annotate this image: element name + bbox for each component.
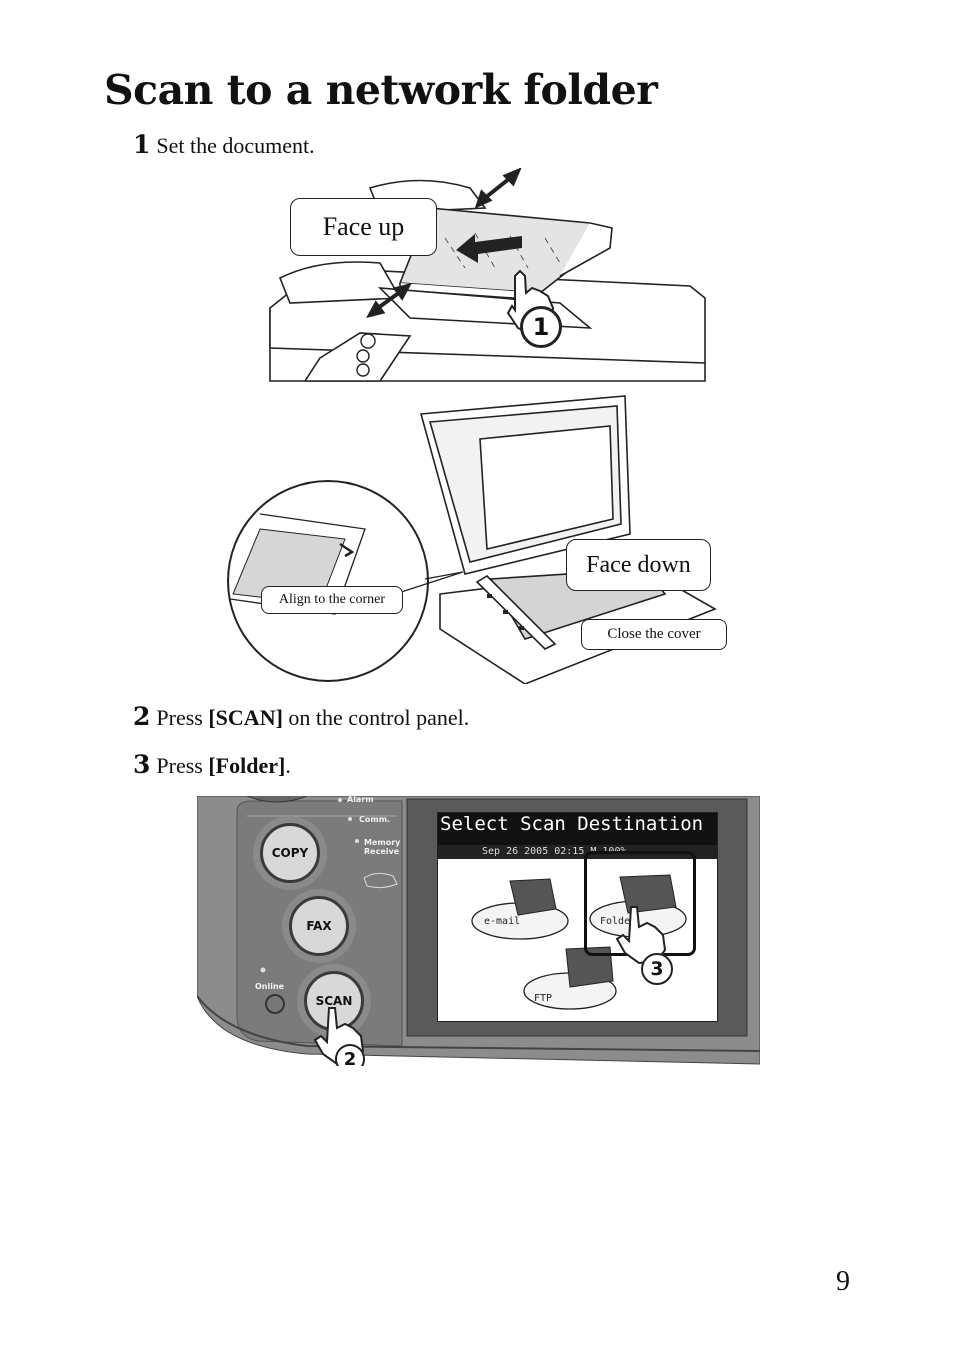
step-2-post: on the control panel. bbox=[282, 705, 470, 730]
marker-1: 1 bbox=[520, 306, 562, 348]
lcd-screen: Select Scan Destination Sep 26 2005 02:1… bbox=[437, 812, 718, 1022]
step-1-text: Set the document. bbox=[156, 133, 315, 158]
alarm-label: Alarm bbox=[347, 796, 374, 804]
fax-button[interactable]: FAX bbox=[289, 896, 349, 956]
step-1-number: 1 bbox=[133, 130, 151, 159]
marker-2: 2 bbox=[335, 1044, 365, 1066]
step-2-number: 2 bbox=[133, 702, 151, 731]
marker-3: 3 bbox=[641, 953, 673, 985]
step-3-post: . bbox=[285, 753, 291, 778]
folder-option[interactable]: Folder bbox=[600, 916, 637, 927]
step-3-number: 3 bbox=[133, 750, 151, 779]
memory-label: Memory bbox=[364, 838, 401, 847]
face-up-callout: Face up bbox=[290, 198, 437, 256]
comm-label: Comm. bbox=[359, 815, 391, 824]
lcd-destinations bbox=[471, 874, 687, 1010]
step-3-pre: Press bbox=[156, 753, 209, 778]
email-option[interactable]: e-mail bbox=[484, 916, 521, 927]
page-title: Scan to a network folder bbox=[104, 66, 658, 114]
lcd-title: Select Scan Destination bbox=[438, 813, 717, 845]
face-down-callout: Face down bbox=[566, 539, 711, 591]
scan-key-label: [SCAN] bbox=[208, 705, 283, 730]
online-label: Online bbox=[255, 982, 285, 991]
copy-button[interactable]: COPY bbox=[260, 823, 320, 883]
folder-key-label: [Folder] bbox=[208, 753, 286, 778]
document-feeder-illustration bbox=[269, 168, 706, 382]
close-cover-callout: Close the cover bbox=[581, 619, 727, 650]
step-2-pre: Press bbox=[156, 705, 209, 730]
lcd-status: Sep 26 2005 02:15 M 100% bbox=[438, 845, 717, 859]
receive-label: Receive bbox=[364, 847, 400, 856]
align-corner-callout: Align to the corner bbox=[261, 586, 403, 614]
ftp-option[interactable]: FTP bbox=[534, 993, 553, 1004]
page-number: 9 bbox=[836, 1266, 850, 1297]
